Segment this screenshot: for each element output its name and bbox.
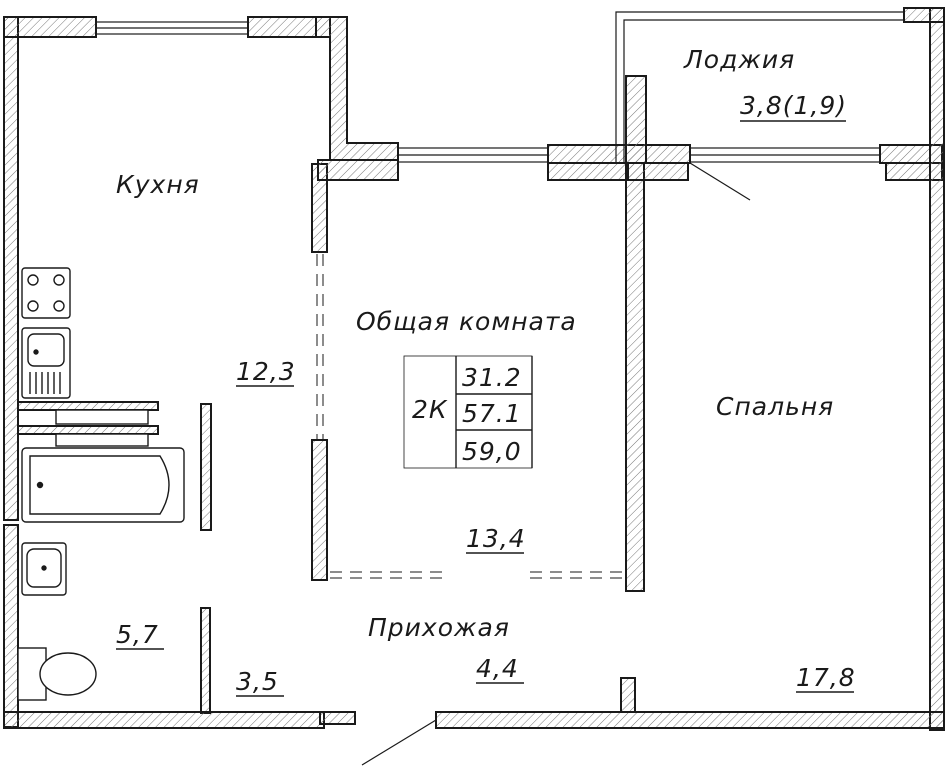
total-area: 57.1 [462,399,522,428]
wc-partition [200,607,211,714]
kitchen-sink-icon [21,327,71,399]
living-label: Общая комната [356,307,577,336]
bottom-wall-left [3,711,325,729]
bottom-wall-right [435,711,945,729]
outer-left-wall [3,16,19,521]
wc-area: 3,5 [236,667,279,696]
loggia-outline [615,11,904,163]
loggia-right-top [903,7,945,23]
hallway-label: Прихожая [368,613,510,642]
stove-icon [21,267,71,319]
living-top-wall-strip [547,162,629,181]
shelf-icon [55,409,149,425]
bottom-wall-left-stub [319,711,356,725]
living-top-wall-left [317,159,399,181]
bedroom-area: 17,8 [796,663,856,692]
washbasin-icon [21,542,67,596]
loggia-label: Лоджия [683,45,795,74]
living-area-total: 31.2 [462,363,522,392]
hallway-area: 4,4 [476,654,519,683]
total-area-with-loggia: 59,0 [462,437,522,466]
loggia-area: 3,8(1,9) [740,91,847,120]
loggia-door-line [689,162,751,201]
central-wall [625,162,645,592]
bathroom-top-wall [17,401,159,411]
bathtub-icon [21,447,185,523]
bathroom-partition [200,403,212,531]
bedroom-label: Спальня [716,392,834,421]
bedroom-bottom-stub [620,677,636,713]
kitchen-area: 12,3 [236,357,296,386]
kitchen-top-wall-left [3,16,97,38]
living-area: 13,4 [466,524,526,553]
apartment-type: 2К [412,395,448,424]
outer-left-wall-lower [3,524,19,728]
kitchen-label: Кухня [116,170,200,199]
summary-table [403,355,533,469]
walls [3,7,945,731]
bedroom-top-wall-left [627,162,689,181]
kitchen-corner-column [315,16,399,161]
outer-right-wall [929,7,945,731]
fixtures [17,267,185,701]
open-boundaries [316,254,626,579]
kitchen-living-partition-lower [311,439,328,581]
bathroom-mid-wall [17,425,159,435]
shelf-icon [55,433,149,447]
toilet-icon [17,647,97,701]
entrance-door-line [361,719,437,766]
windows [95,11,904,766]
central-column [625,75,647,164]
living-top-wall-right [547,144,691,164]
bathroom-area: 5,7 [116,620,159,649]
